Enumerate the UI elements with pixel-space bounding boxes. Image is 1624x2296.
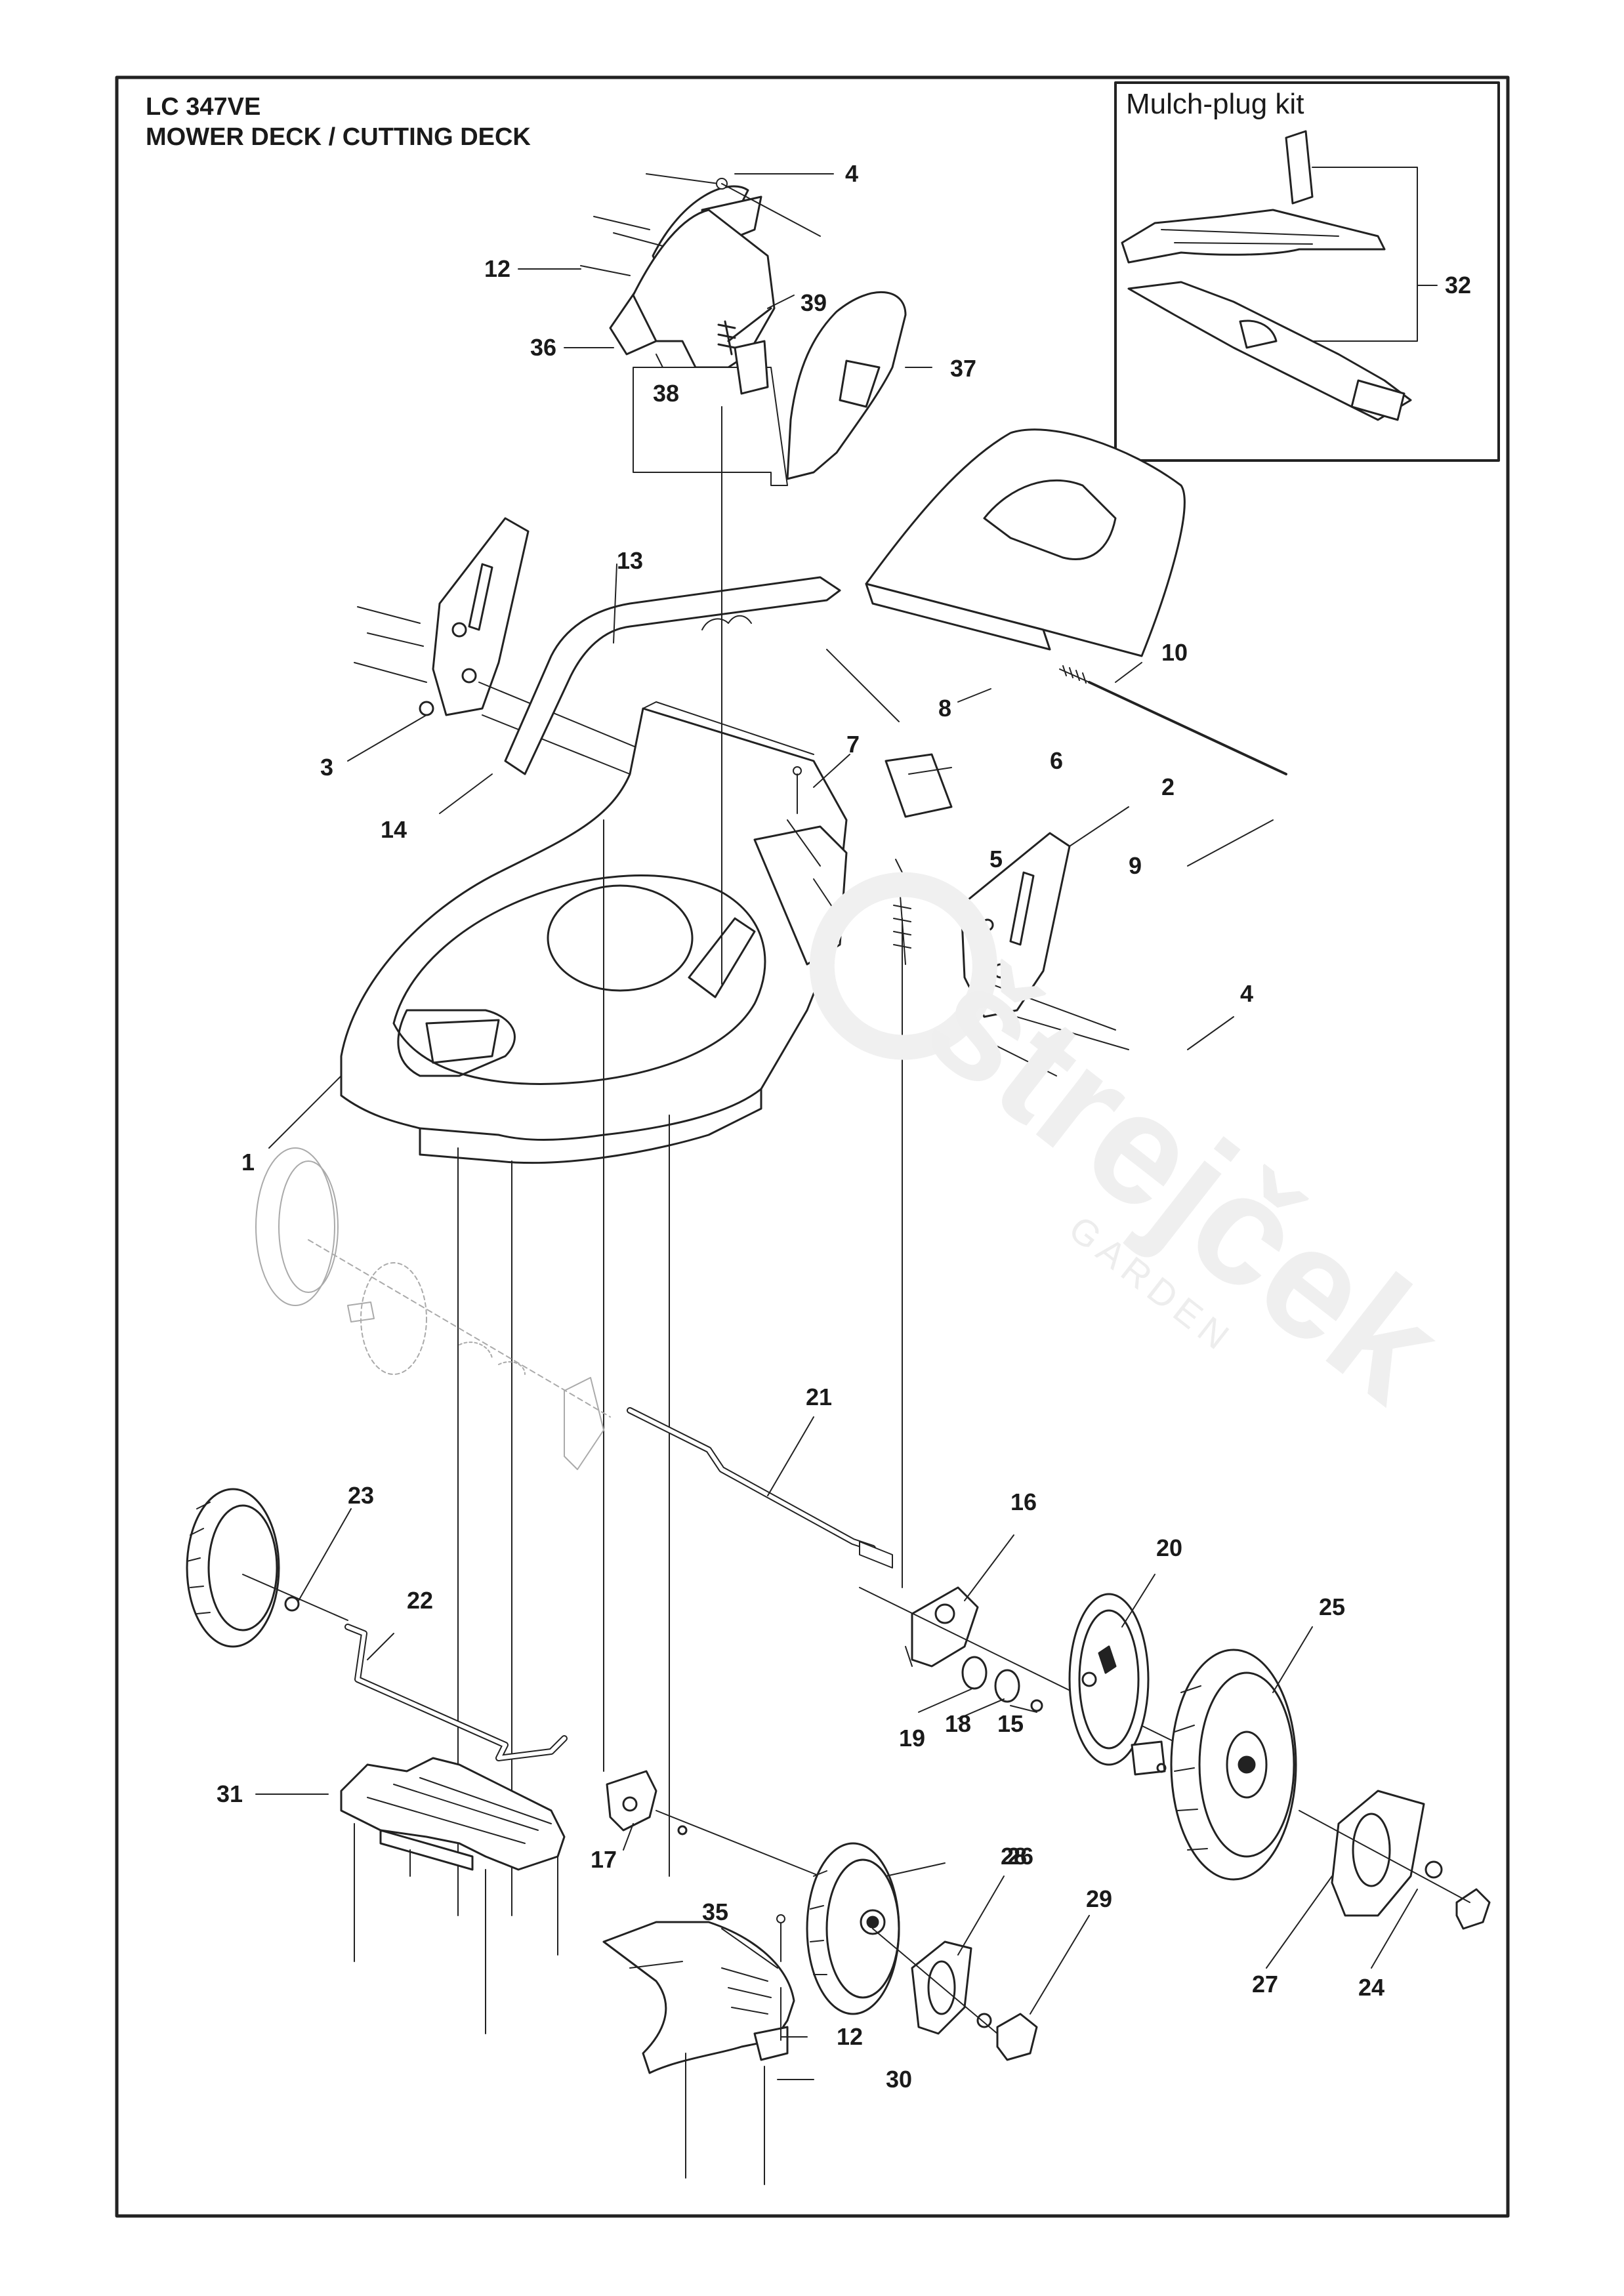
assembly-guide-lines — [457, 406, 903, 1916]
callout-9: 9 — [1128, 852, 1142, 879]
rear-flap-part — [865, 428, 1186, 657]
mulch-insert-part — [1121, 130, 1386, 264]
callout-26: 26 — [1007, 1843, 1034, 1870]
front-bracket-part — [606, 1770, 821, 1877]
callout-30: 30 — [885, 2066, 913, 2093]
callout-8: 8 — [938, 695, 952, 722]
sheet-frame — [115, 75, 1510, 2218]
callout-25: 25 — [1318, 1593, 1346, 1620]
callout-29: 29 — [1085, 1885, 1113, 1912]
front-wheel-part — [806, 1842, 900, 2015]
callout-39: 39 — [800, 289, 827, 316]
rear-hubcap-part — [1299, 1790, 1491, 1930]
callout-22: 22 — [406, 1587, 434, 1614]
kit-title: Mulch-plug kit — [1126, 88, 1304, 120]
callout-31: 31 — [216, 1780, 243, 1807]
right-rear-wheel-part — [1170, 1649, 1297, 1881]
drive-cover-part — [905, 1586, 979, 1668]
callout-17: 17 — [590, 1846, 617, 1873]
deck-bracket-part — [885, 753, 953, 818]
callout-24: 24 — [1358, 1974, 1385, 2001]
callout-21: 21 — [805, 1384, 833, 1410]
callout-18: 18 — [944, 1710, 972, 1737]
title-block: LC 347VE MOWER DECK / CUTTING DECK — [146, 92, 531, 152]
callout-7: 7 — [846, 731, 860, 758]
callout-20: 20 — [1156, 1534, 1183, 1561]
handle-clamp-part — [734, 340, 769, 395]
section-title: MOWER DECK / CUTTING DECK — [146, 123, 531, 151]
callout-35: 35 — [701, 1898, 729, 1925]
ghost-rear-wheel — [255, 1147, 611, 1470]
callout-32: 32 — [1444, 272, 1472, 298]
discharge-chute-part — [602, 1921, 795, 2074]
kit-frame — [1114, 81, 1500, 462]
callout-2: 2 — [1161, 773, 1175, 800]
callout-38: 38 — [652, 380, 680, 407]
mulch-plug-part — [340, 1757, 566, 1871]
handle-mount-plate — [633, 367, 788, 486]
flap-spring-part — [1059, 665, 1090, 684]
callout-13: 13 — [616, 547, 644, 574]
callout-16: 16 — [1010, 1488, 1037, 1515]
handle-spring-part — [717, 320, 736, 356]
callout-4: 4 — [844, 160, 859, 187]
mulch-plug-screws — [354, 1823, 558, 2034]
callout-12: 12 — [484, 255, 511, 282]
right-height-plate — [960, 832, 1071, 1018]
callout-27: 27 — [1251, 1971, 1279, 1998]
cutting-deck-part — [340, 701, 848, 1164]
callout-23: 23 — [347, 1482, 375, 1509]
left-height-plate — [419, 517, 530, 716]
callout-19: 19 — [898, 1725, 926, 1752]
callout-15: 15 — [997, 1710, 1024, 1737]
height-lever-part — [504, 576, 841, 775]
callout-3: 3 — [320, 754, 334, 781]
mulch-blade-part — [1127, 281, 1412, 421]
callout-6: 6 — [1049, 747, 1064, 774]
left-rear-wheel-part — [186, 1488, 348, 1648]
callout-12: 12 — [836, 2023, 864, 2050]
callout-37: 37 — [949, 355, 977, 382]
flap-rod-part — [1088, 681, 1287, 775]
front-hub-part — [872, 1928, 1038, 2061]
drive-disc-part — [1068, 1593, 1150, 1766]
model-title: LC 347VE — [146, 93, 261, 121]
rear-axle-part — [627, 1407, 893, 1568]
callout-leaders — [255, 167, 1438, 2080]
handle-screws — [580, 173, 821, 276]
callout-1: 1 — [241, 1149, 255, 1176]
callout-36: 36 — [530, 334, 557, 361]
callout-14: 14 — [380, 816, 407, 843]
drive-bushing-part — [961, 1656, 1043, 1712]
callout-4: 4 — [1239, 980, 1254, 1007]
chute-screws — [685, 1914, 785, 2185]
pinion-gear-part — [1131, 1740, 1167, 1776]
callout-10: 10 — [1161, 639, 1188, 666]
front-axle-part — [344, 1624, 568, 1761]
callout-28: 28 — [1000, 1843, 1028, 1870]
deck-pin-part — [793, 766, 802, 814]
callout-5: 5 — [989, 846, 1003, 872]
